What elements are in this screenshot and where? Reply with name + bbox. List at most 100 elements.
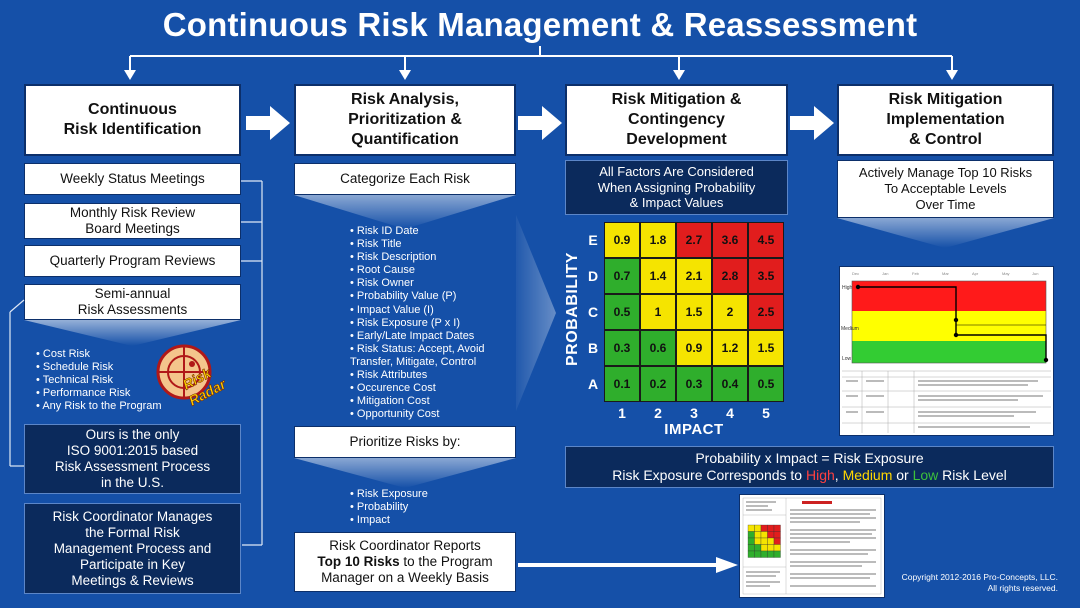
list-item: Probability (350, 501, 500, 514)
copyright-line-1: Copyright 2012-2016 Pro-Concepts, LLC. (880, 572, 1058, 583)
level-low: Low (913, 467, 939, 483)
risk-attributes-list: Risk ID Date Risk Title Risk Description… (350, 225, 525, 421)
priority-criteria-list: Risk Exposure Probability Impact (350, 488, 500, 527)
list-item: Occurence Cost (350, 382, 525, 395)
chart-label-high: High (842, 285, 853, 291)
mini-matrix-cell (774, 545, 781, 552)
mini-matrix-cell (761, 532, 768, 539)
matrix-cell: 0.4 (712, 366, 748, 402)
list-item: Risk Attributes (350, 369, 525, 382)
matrix-cell: 2.1 (676, 258, 712, 294)
matrix-cell: 0.7 (604, 258, 640, 294)
manage-box: Actively Manage Top 10 Risks To Acceptab… (837, 160, 1054, 218)
mini-matrix-cell (755, 551, 762, 558)
list-item: Risk Description (350, 251, 525, 264)
matrix-cell: 2 (712, 294, 748, 330)
svg-text:Apr: Apr (972, 271, 979, 276)
mini-matrix-cell (748, 532, 755, 539)
matrix-cell: 1.4 (640, 258, 676, 294)
matrix-cell: 0.1 (604, 366, 640, 402)
list-item: Risk Title (350, 238, 525, 251)
y-axis-label: PROBABILITY (564, 266, 584, 366)
matrix-cell: 0.5 (604, 294, 640, 330)
report-arrow (516, 555, 741, 575)
mini-matrix-cell (755, 525, 762, 532)
report-document (740, 495, 884, 597)
chart-label-low: Low (842, 356, 852, 362)
list-item: Mitigation Cost (350, 395, 525, 408)
arrow-right-icon (716, 557, 738, 573)
row-label: E (586, 232, 600, 248)
column-label: 4 (712, 405, 748, 421)
prioritize-box: Prioritize Risks by: (294, 426, 516, 458)
categorize-box: Categorize Each Risk (294, 163, 516, 195)
arrow-right-icon (790, 106, 834, 140)
mini-matrix-cell (774, 538, 781, 545)
list-item: Root Cause (350, 264, 525, 277)
copyright: Copyright 2012-2016 Pro-Concepts, LLC. A… (880, 572, 1058, 594)
list-item: Early/Late Impact Dates (350, 330, 525, 343)
mini-matrix-cell (761, 538, 768, 545)
matrix-cell: 3.5 (748, 258, 784, 294)
list-item: Impact (350, 514, 500, 527)
exposure-levels: Risk Exposure Corresponds to High, Mediu… (612, 467, 1007, 484)
matrix-cell: 2.7 (676, 222, 712, 258)
matrix-cell: 1.8 (640, 222, 676, 258)
svg-text:Mar: Mar (942, 271, 950, 276)
row-label: D (586, 268, 600, 284)
level-high: High (806, 467, 835, 483)
iso-statement: Ours is the only ISO 9001:2015 based Ris… (24, 424, 241, 494)
list-item: Risk Status: Accept, Avoid Transfer, Mit… (350, 343, 525, 369)
matrix-cell: 0.6 (640, 330, 676, 366)
chart-label-medium: Medium (841, 326, 859, 332)
svg-text:Jan: Jan (882, 271, 888, 276)
mini-risk-matrix (748, 525, 781, 558)
risk-radar-logo: Risk Radar (150, 340, 230, 410)
matrix-cell: 0.3 (604, 330, 640, 366)
list-item: Impact Value (I) (350, 304, 525, 317)
copyright-line-2: All rights reserved. (880, 583, 1058, 594)
column-label: 1 (604, 405, 640, 421)
risk-report-thumbnail (739, 494, 885, 598)
mini-matrix-cell (748, 525, 755, 532)
matrix-cell: 1.5 (748, 330, 784, 366)
matrix-cell: 1.5 (676, 294, 712, 330)
mini-matrix-cell (768, 525, 775, 532)
mini-matrix-cell (761, 525, 768, 532)
x-axis-label: IMPACT (604, 421, 784, 438)
matrix-cell: 0.9 (676, 330, 712, 366)
coordinator-statement: Risk Coordinator Manages the Formal Risk… (24, 503, 241, 594)
funnel-shape (294, 458, 516, 488)
column-label: 5 (748, 405, 784, 421)
matrix-cell: 1.2 (712, 330, 748, 366)
matrix-cell: 3.6 (712, 222, 748, 258)
mini-matrix-cell (768, 538, 775, 545)
exposure-formula: Probability x Impact = Risk Exposure (695, 450, 923, 467)
matrix-cell: 0.2 (640, 366, 676, 402)
level-medium: Medium (843, 467, 893, 483)
matrix-cell: 0.3 (676, 366, 712, 402)
svg-text:Dec: Dec (852, 271, 859, 276)
exposure-statement: Probability x Impact = Risk Exposure Ris… (565, 446, 1054, 488)
report-line-1: Risk Coordinator Reports (329, 538, 481, 554)
mini-matrix-cell (768, 545, 775, 552)
list-item: Risk Exposure (P x I) (350, 317, 525, 330)
mini-matrix-cell (768, 532, 775, 539)
factors-statement: All Factors Are Considered When Assignin… (565, 160, 788, 215)
list-item: Risk Owner (350, 277, 525, 290)
report-box: Risk Coordinator Reports Top 10 Risks to… (294, 532, 516, 592)
row-label: C (586, 304, 600, 320)
column-label: 3 (676, 405, 712, 421)
list-item: Probability Value (P) (350, 290, 525, 303)
svg-text:May: May (1002, 271, 1010, 276)
list-item: Opportunity Cost (350, 408, 525, 421)
column-label: 2 (640, 405, 676, 421)
mini-matrix-cell (761, 551, 768, 558)
list-item: Risk Exposure (350, 488, 500, 501)
mini-matrix-cell (768, 551, 775, 558)
mini-matrix-cell (755, 532, 762, 539)
list-item: Risk ID Date (350, 225, 525, 238)
